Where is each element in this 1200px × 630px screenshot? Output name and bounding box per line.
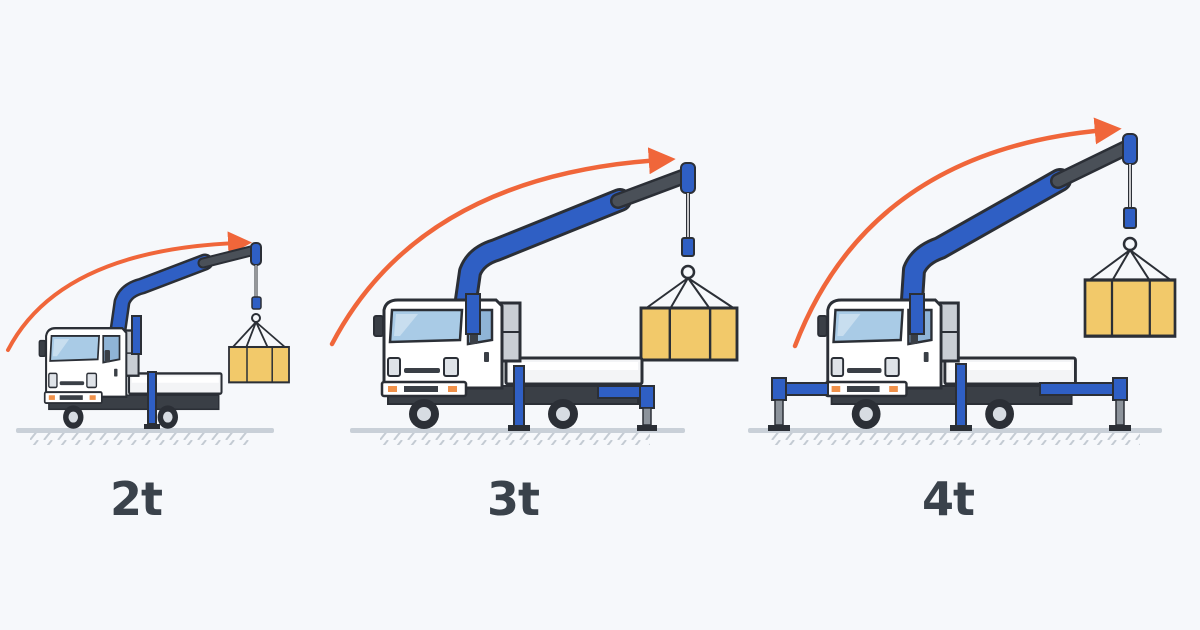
reach-arc-arrow: [329, 147, 676, 347]
capacity-label-3t: 3t: [487, 472, 540, 526]
scene-2t: [6, 231, 291, 445]
capacity-label-2t: 2t: [110, 472, 163, 526]
load-box: [227, 345, 291, 384]
scene-3t: [329, 147, 739, 445]
truck: [372, 298, 644, 431]
load-box: [639, 306, 739, 362]
truck: [816, 298, 1077, 431]
truck: [38, 326, 223, 430]
capacity-label-4t: 4t: [922, 472, 975, 526]
reach-arc-arrow: [792, 117, 1122, 349]
scene-4t: [748, 117, 1177, 445]
load-box: [1083, 278, 1177, 338]
ground-line: [16, 428, 274, 433]
reach-arc-arrow: [6, 231, 252, 352]
